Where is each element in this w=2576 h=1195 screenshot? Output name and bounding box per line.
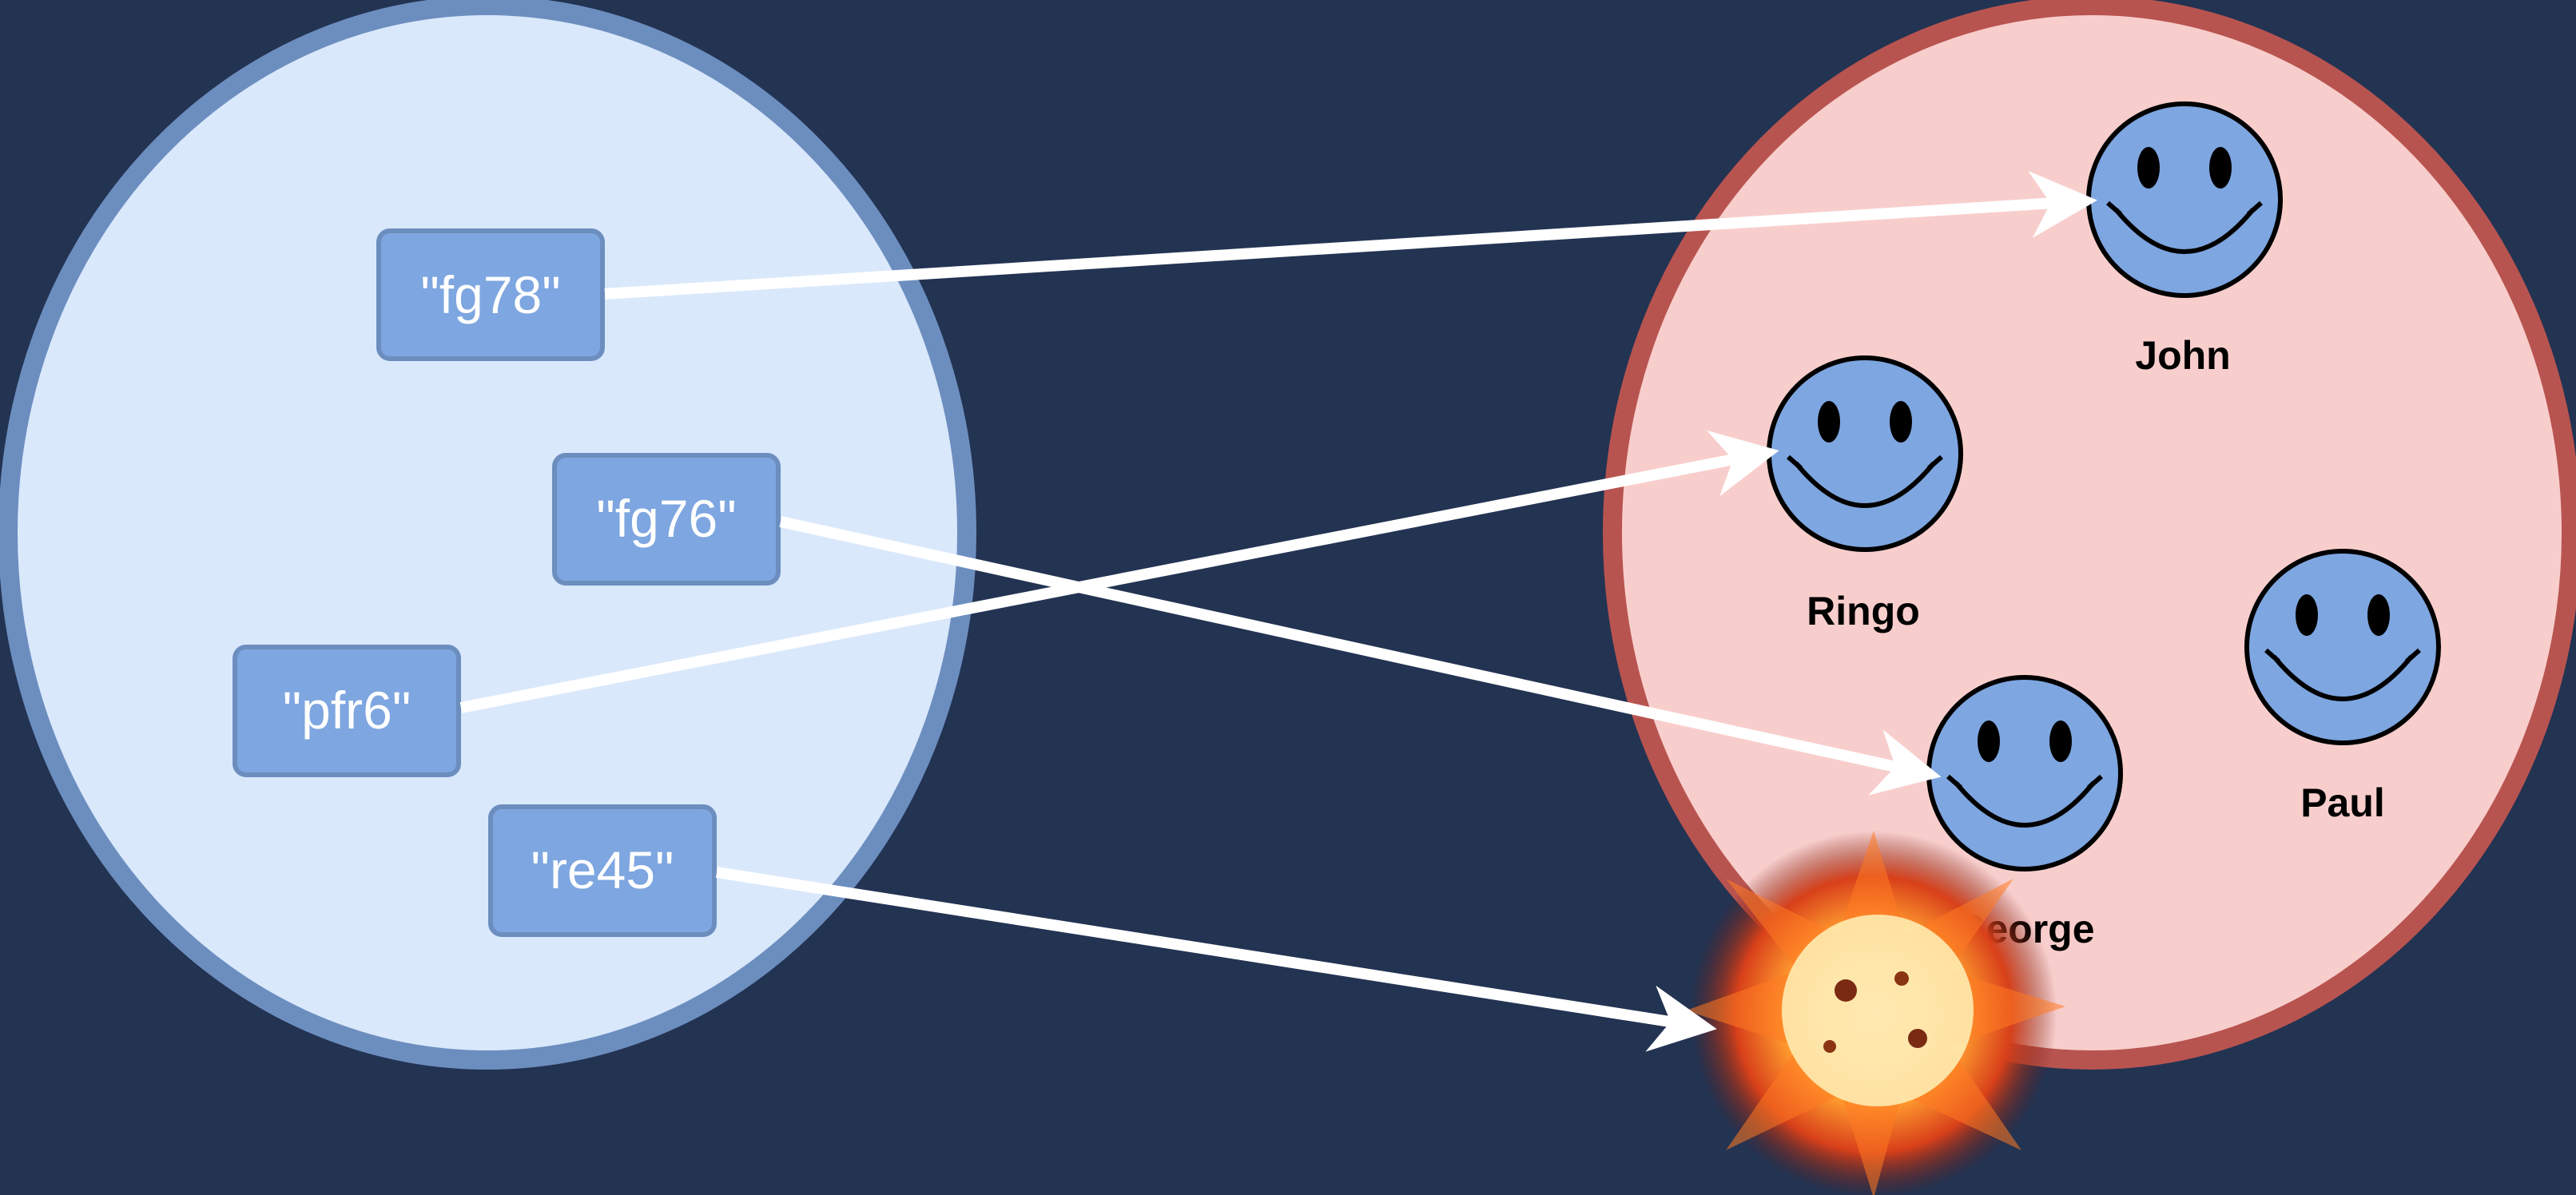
key-label: "fg78" [420,265,560,324]
key-box-pfr6[interactable]: "pfr6" [233,645,461,777]
person-name-paul: Paul [2300,780,2385,825]
person-name-john: John [2135,333,2230,378]
explosion-icon [1686,831,2065,1195]
key-label: "pfr6" [283,681,411,740]
arrow-fg78-to-john [604,171,2097,300]
arrow-pfr6-to-ringo [459,430,1779,713]
smiley-face-icon [2244,549,2441,745]
key-set-ellipse [0,0,976,1070]
arrow-re45-to-explosion [715,867,1717,1052]
smiley-face-icon [2086,101,2283,298]
smiley-face-icon [1767,355,1963,552]
arrow-fg76-to-george [779,516,1942,796]
key-box-fg76[interactable]: "fg76" [552,453,781,586]
smiley-face-icon [1926,675,2123,871]
key-box-fg78[interactable]: "fg78" [376,228,605,361]
key-label: "fg76" [596,489,736,548]
key-label: "re45" [531,840,674,899]
person-set-ellipse [1603,0,2576,1070]
person-name-ringo: Ringo [1807,589,1920,633]
key-box-re45[interactable]: "re45" [488,804,717,937]
